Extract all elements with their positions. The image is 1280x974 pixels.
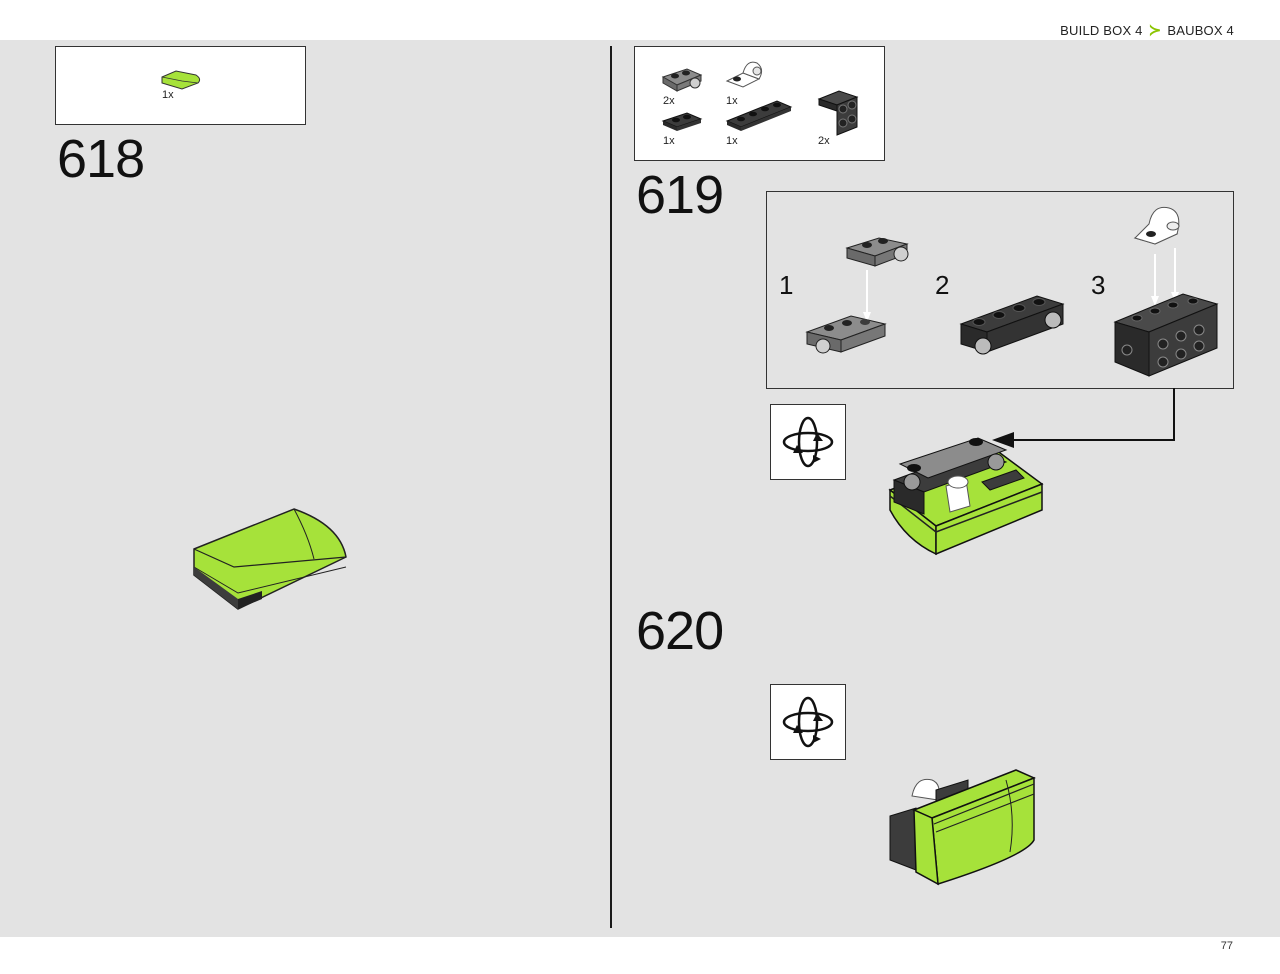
page-footer (0, 937, 1280, 974)
page-number: 77 (1220, 940, 1233, 952)
substep-number: 3 (1091, 270, 1106, 300)
part-qty: 1x (663, 135, 675, 147)
rotate-model-icon (782, 416, 834, 468)
rotate-model-icon (782, 696, 834, 748)
breadcrumb-baubox: BAUBOX 4 (1167, 22, 1234, 38)
substep-number: 2 (935, 270, 950, 300)
dark-plate-1x2-part-icon (661, 112, 703, 131)
white-curved-brick-part-icon (725, 61, 763, 88)
part-qty: 2x (663, 95, 675, 107)
dark-plate-1x4-part-icon (725, 100, 793, 131)
step-620-model-image (889, 769, 1036, 886)
parts-list-619: 2x 1x 1x 1x 2x (634, 46, 885, 161)
step-number-620: 620 (636, 601, 724, 661)
lime-curved-slope-part-icon (161, 70, 201, 90)
rotate-model-box-620 (770, 684, 846, 760)
part-qty: 1x (726, 135, 738, 147)
substep-1-model-image (805, 237, 909, 354)
rotate-model-box-619 (770, 404, 846, 480)
dark-bracket-part-icon (817, 90, 859, 136)
instruction-page (0, 40, 1280, 937)
substep-3-model-image (1113, 206, 1219, 377)
substep-panel-619: 1 2 3 (766, 191, 1234, 389)
arrow-icon (992, 388, 1175, 448)
step-number-618: 618 (57, 129, 145, 189)
step-number-619: 619 (636, 165, 724, 225)
parts-list-618: 1x (55, 46, 306, 125)
breadcrumb: BUILD BOX 4 ≻ BAUBOX 4 (1060, 21, 1234, 39)
gray-pin-plate-part-icon (661, 68, 703, 92)
breadcrumb-build-box: BUILD BOX 4 (1060, 22, 1143, 38)
step-619-model-image (888, 437, 1044, 556)
chevron-right-icon: ≻ (1148, 22, 1162, 39)
page-header (0, 0, 1280, 40)
part-qty: 1x (162, 89, 174, 101)
part-qty: 2x (818, 135, 830, 147)
step-618-model-image (193, 508, 347, 610)
substep-2-model-image (959, 295, 1065, 355)
page-divider (610, 46, 612, 928)
substep-number: 1 (779, 270, 794, 300)
part-qty: 1x (726, 95, 738, 107)
